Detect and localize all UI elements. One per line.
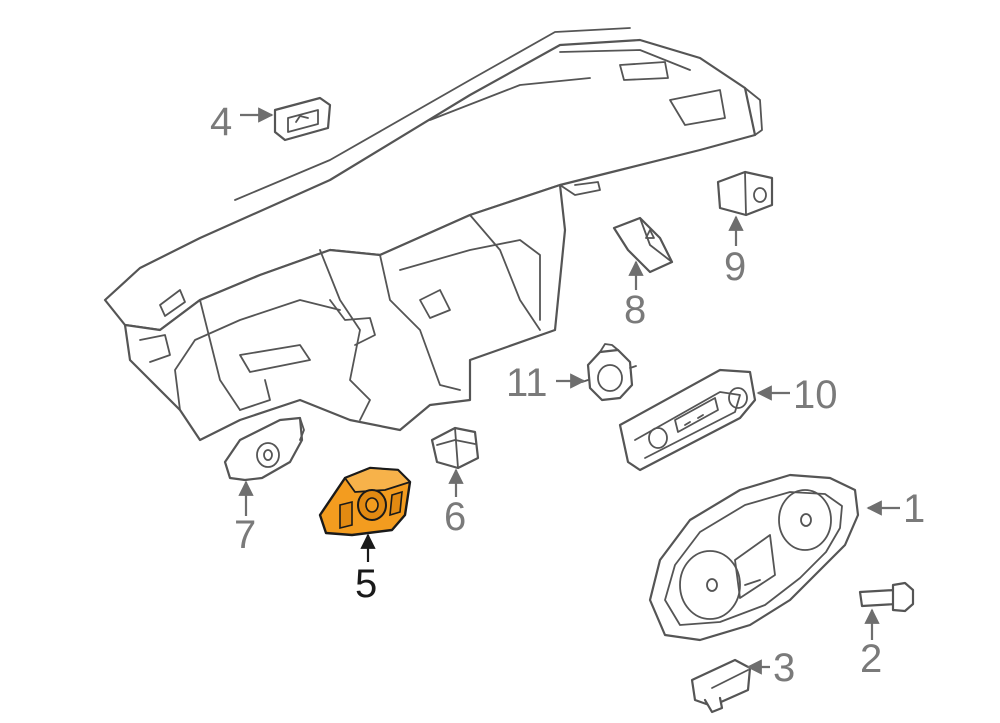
climate-control-panel-drawing xyxy=(618,368,757,472)
callout-7: 7 xyxy=(234,513,256,557)
rotary-switch-drawing xyxy=(581,343,637,402)
callout-2: 2 xyxy=(860,637,882,681)
instrument-cluster-drawing xyxy=(648,473,860,642)
callout-9: 9 xyxy=(724,245,746,289)
screw-drawing xyxy=(858,581,915,613)
small-switch-drawing xyxy=(690,658,752,714)
callout-3: 3 xyxy=(773,646,795,690)
headlamp-switch-drawing xyxy=(318,466,412,537)
instrument-panel-drawing xyxy=(103,27,763,442)
trunk-switch-drawing xyxy=(273,96,332,142)
callout-8: 8 xyxy=(624,288,646,332)
callout-5: 5 xyxy=(355,562,377,606)
button-switch-6-drawing xyxy=(430,426,480,470)
callout-1: 1 xyxy=(903,487,925,531)
bracket-switch-drawing xyxy=(223,416,305,482)
callout-10: 10 xyxy=(793,373,838,417)
leader-lines xyxy=(238,107,900,675)
push-button-drawing xyxy=(716,170,774,217)
callout-4: 4 xyxy=(210,100,232,144)
callout-6: 6 xyxy=(444,495,466,539)
hazard-switch-drawing xyxy=(612,216,674,274)
callout-labels: 1 2 3 4 5 6 7 8 9 10 11 xyxy=(210,100,925,690)
callout-11: 11 xyxy=(506,361,548,405)
